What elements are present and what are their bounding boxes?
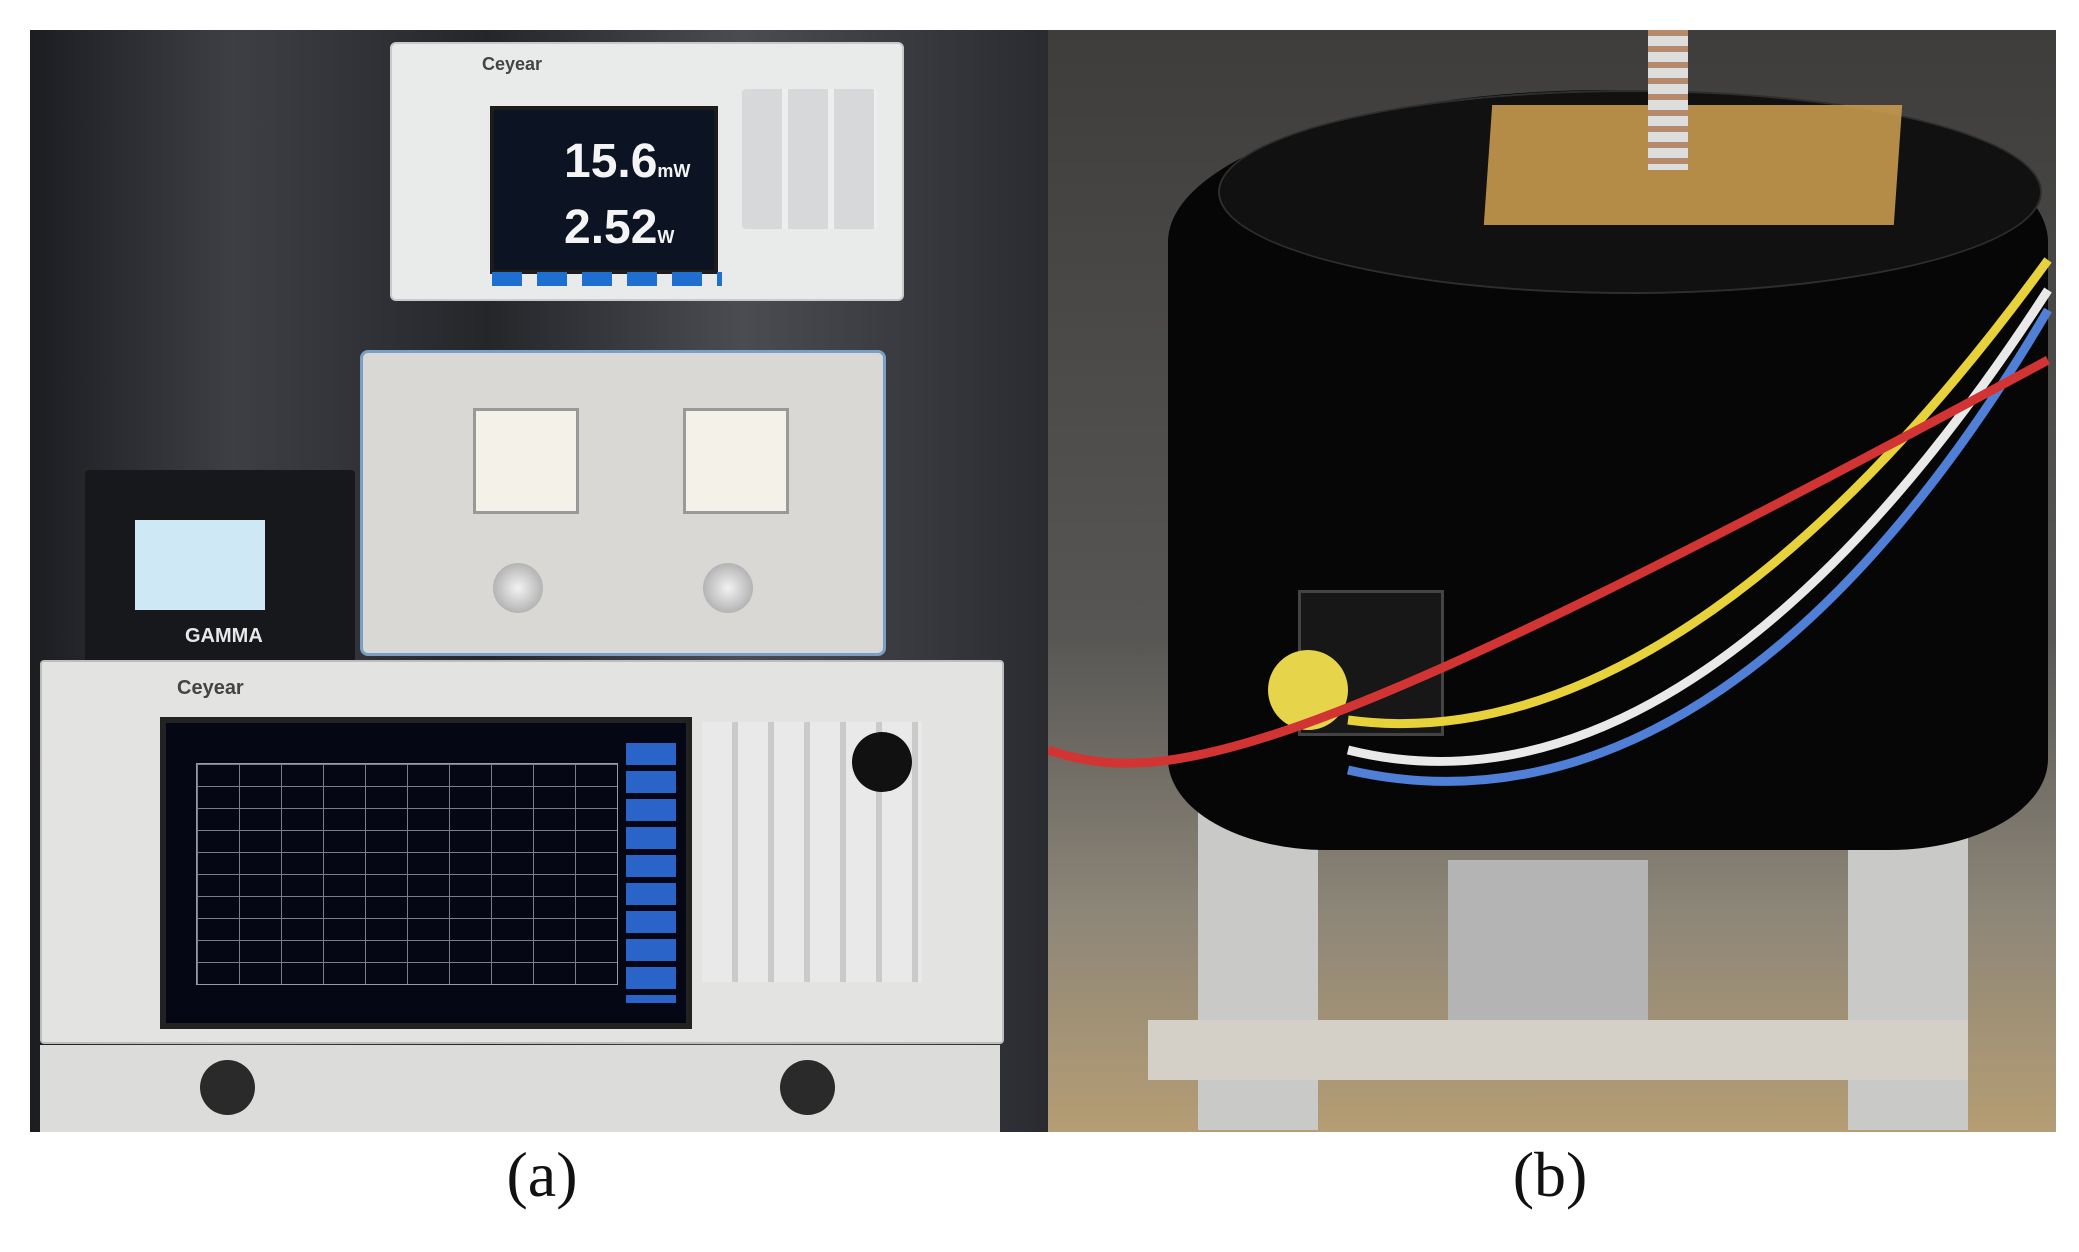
caption-a: (a) [506, 1139, 578, 1210]
port-connector-1 [200, 1060, 255, 1115]
power-reading-1-value: 15.6 [564, 135, 658, 188]
base-plate [1148, 1020, 1968, 1080]
caption-b: (b) [1512, 1139, 1588, 1210]
red-cable [1048, 356, 2051, 768]
photo-panel-b [1048, 30, 2056, 1132]
white-cable [1346, 287, 2052, 766]
feedthrough-post [1648, 30, 1688, 170]
port-connector-2 [780, 1060, 835, 1115]
gamma-logo: GAMMA [185, 625, 263, 647]
network-analyzer-screen [160, 717, 692, 1029]
gamma-screen [135, 520, 265, 610]
analyzer-port-panel [40, 1045, 1000, 1132]
power-reading-2: 2.52W [564, 200, 674, 255]
analyzer-knob [852, 732, 912, 792]
photo-panel-a: Ceyear 15.6mW 2.52W GAMMA Ceyear [30, 30, 1048, 1132]
analog-meter-right [683, 408, 789, 514]
power-meter: Ceyear 15.6mW 2.52W [390, 42, 904, 301]
power-meter-softkeys [492, 272, 722, 286]
analog-meter-left [473, 408, 579, 514]
power-reading-1-unit: mW [657, 161, 691, 181]
gamma-power-supply: GAMMA [85, 470, 355, 675]
power-reading-1: 15.6mW [564, 134, 690, 189]
power-reading-2-unit: W [657, 227, 675, 247]
network-analyzer-brand: Ceyear [177, 677, 244, 699]
network-analyzer: Ceyear [40, 660, 1004, 1044]
blue-cable [1346, 307, 2052, 786]
cable-bundle [1048, 257, 2052, 786]
power-meter-display: 15.6mW 2.52W [490, 106, 718, 274]
amplifier-unit [360, 350, 886, 656]
analyzer-plot-grid [196, 763, 618, 985]
knob-left [493, 563, 543, 613]
power-reading-2-value: 2.52 [564, 201, 658, 254]
waveguide-flange [1448, 860, 1648, 1030]
analyzer-softkeys [626, 743, 676, 1003]
power-meter-keypad [742, 89, 877, 229]
knob-right [703, 563, 753, 613]
power-meter-brand: Ceyear [482, 54, 543, 74]
yellow-cable [1347, 257, 2052, 728]
